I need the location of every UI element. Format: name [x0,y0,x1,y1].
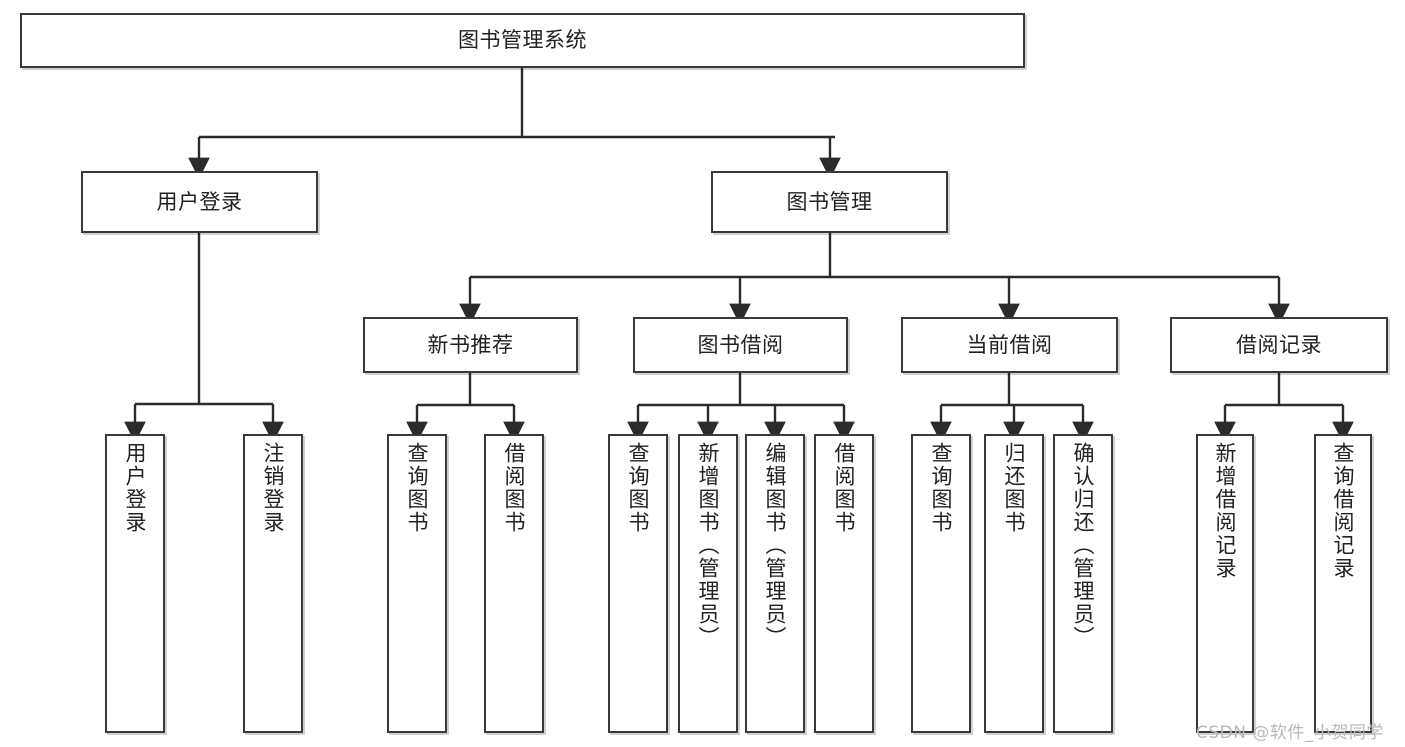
node-label: 借阅图书 [832,442,857,534]
node-leaf-confirm-return[interactable]: 确认归还（管理员） [1053,434,1113,733]
node-label: 用户登录 [156,189,243,214]
node-leaf-edit-book[interactable]: 编辑图书（管理员） [745,434,805,733]
node-label: 确认归还（管理员） [1071,442,1096,649]
node-leaf-add-record[interactable]: 新增借阅记录 [1196,434,1254,733]
node-leaf-user-login[interactable]: 用户登录 [105,434,165,733]
node-leaf-borrow-book-1[interactable]: 借阅图书 [484,434,544,733]
node-book-borrow[interactable]: 图书借阅 [633,317,848,373]
node-leaf-return-book[interactable]: 归还图书 [984,434,1044,733]
node-leaf-query-record[interactable]: 查询借阅记录 [1314,434,1372,733]
node-label: 图书管理系统 [458,28,587,53]
node-label: 归还图书 [1002,442,1027,534]
node-label: 当前借阅 [966,332,1053,357]
node-label: 查询图书 [405,442,430,534]
node-label: 新增图书（管理员） [696,442,721,649]
csdn-watermark: CSDN @软件_小贺同学 [1196,723,1384,743]
node-label: 查询图书 [929,442,954,534]
node-leaf-logout[interactable]: 注销登录 [243,434,303,733]
node-label: 借阅图书 [502,442,527,534]
node-label: 新书推荐 [427,332,514,357]
node-leaf-borrow-book-2[interactable]: 借阅图书 [814,434,874,733]
node-user-login[interactable]: 用户登录 [81,171,318,233]
node-label: 注销登录 [261,442,286,534]
node-label: 查询图书 [626,442,651,534]
node-label: 借阅记录 [1236,332,1322,357]
node-label: 编辑图书（管理员） [763,442,788,649]
node-leaf-query-book-2[interactable]: 查询图书 [608,434,668,733]
node-label: 图书管理 [786,189,873,214]
node-label: 用户登录 [123,442,148,534]
node-new-book-recommend[interactable]: 新书推荐 [363,317,578,373]
node-current-borrow[interactable]: 当前借阅 [901,317,1118,373]
node-book-manage[interactable]: 图书管理 [711,171,948,233]
node-leaf-add-book[interactable]: 新增图书（管理员） [678,434,738,733]
node-root[interactable]: 图书管理系统 [20,13,1025,68]
node-leaf-query-book-3[interactable]: 查询图书 [911,434,971,733]
node-leaf-query-book-1[interactable]: 查询图书 [387,434,447,733]
node-label: 图书借阅 [697,332,784,357]
node-label: 查询借阅记录 [1331,442,1356,580]
node-borrow-record[interactable]: 借阅记录 [1170,317,1388,373]
node-label: 新增借阅记录 [1213,442,1238,580]
